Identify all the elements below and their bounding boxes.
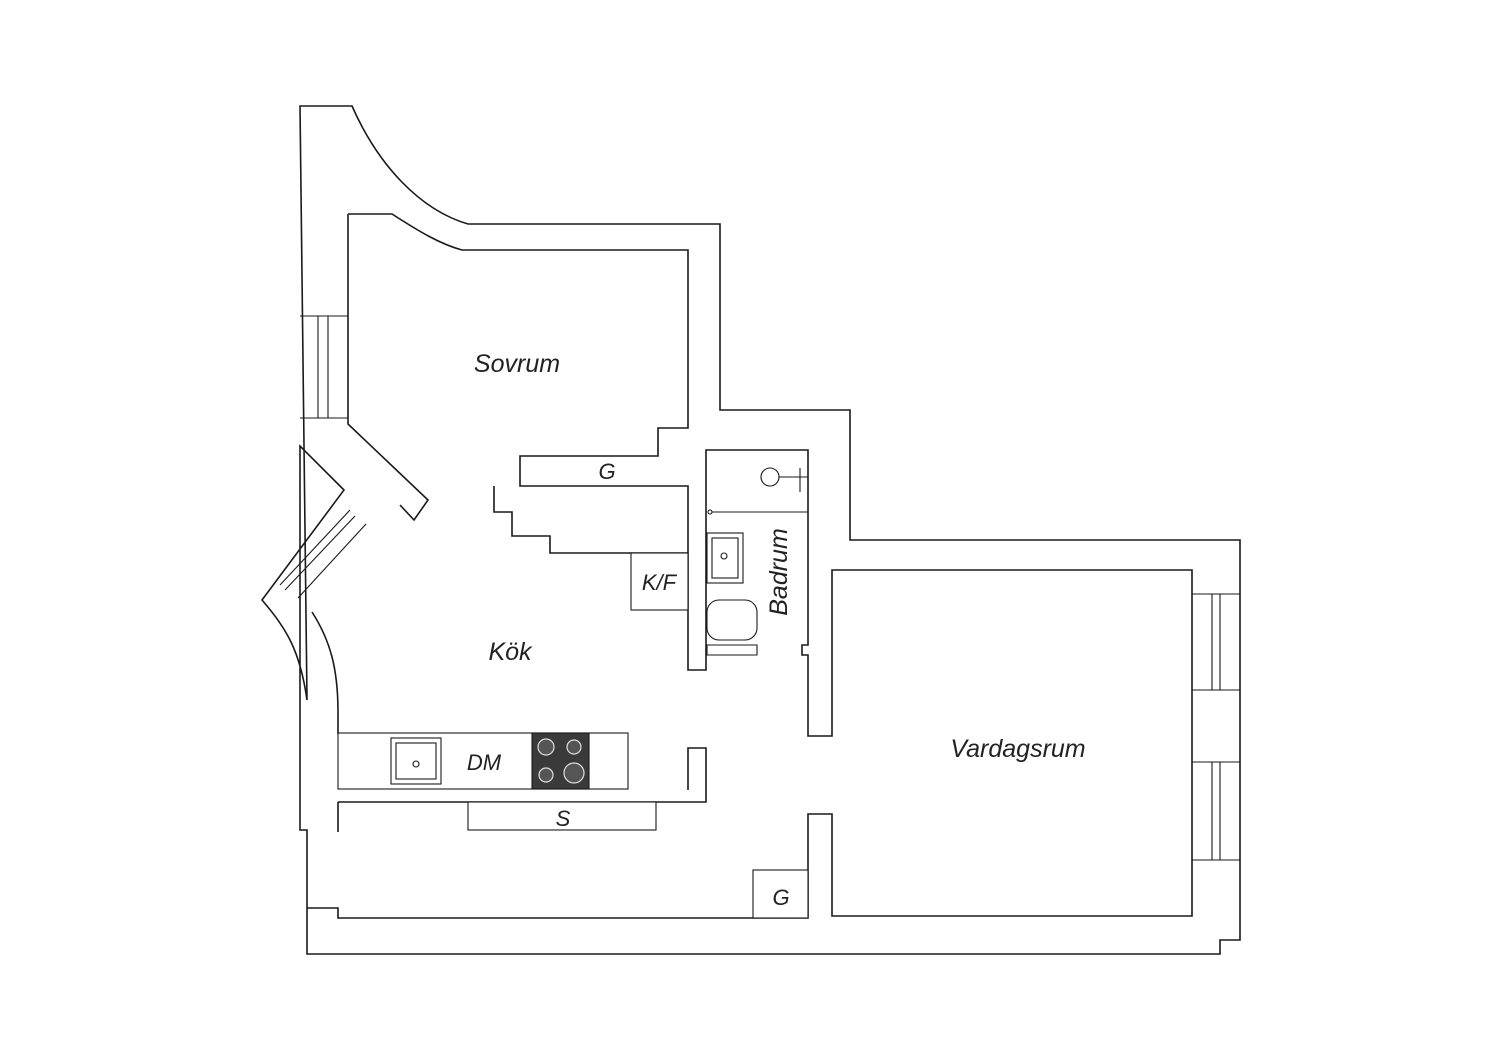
hall-wardrobe-box — [752, 869, 809, 919]
window-bedroom — [300, 315, 348, 419]
bathroom-fixtures — [706, 467, 808, 656]
fixture-label-wardrobe-hall: G — [772, 885, 789, 910]
window-kitchen — [279, 509, 367, 599]
inner-walls — [279, 213, 1240, 919]
room-label-vardagsrum: Vardagsrum — [950, 735, 1085, 763]
sink — [390, 737, 442, 785]
fixture-label-wardrobe-bedroom: G — [598, 459, 615, 484]
window-livingroom-1 — [1192, 593, 1240, 691]
room-label-badrum: Badrum — [765, 528, 793, 616]
window-livingroom-2 — [1192, 761, 1240, 861]
room-label-kok: Kök — [488, 638, 533, 666]
fixture-label-fridge-freezer: K/F — [642, 570, 678, 595]
outer-walls — [260, 105, 1241, 955]
room-label-sovrum: Sovrum — [474, 350, 560, 378]
storage-box — [467, 801, 657, 831]
fridge-box — [630, 552, 689, 611]
fixture-label-storage: S — [556, 806, 571, 831]
stove — [531, 732, 590, 790]
fixture-label-dishwasher: DM — [467, 750, 502, 775]
